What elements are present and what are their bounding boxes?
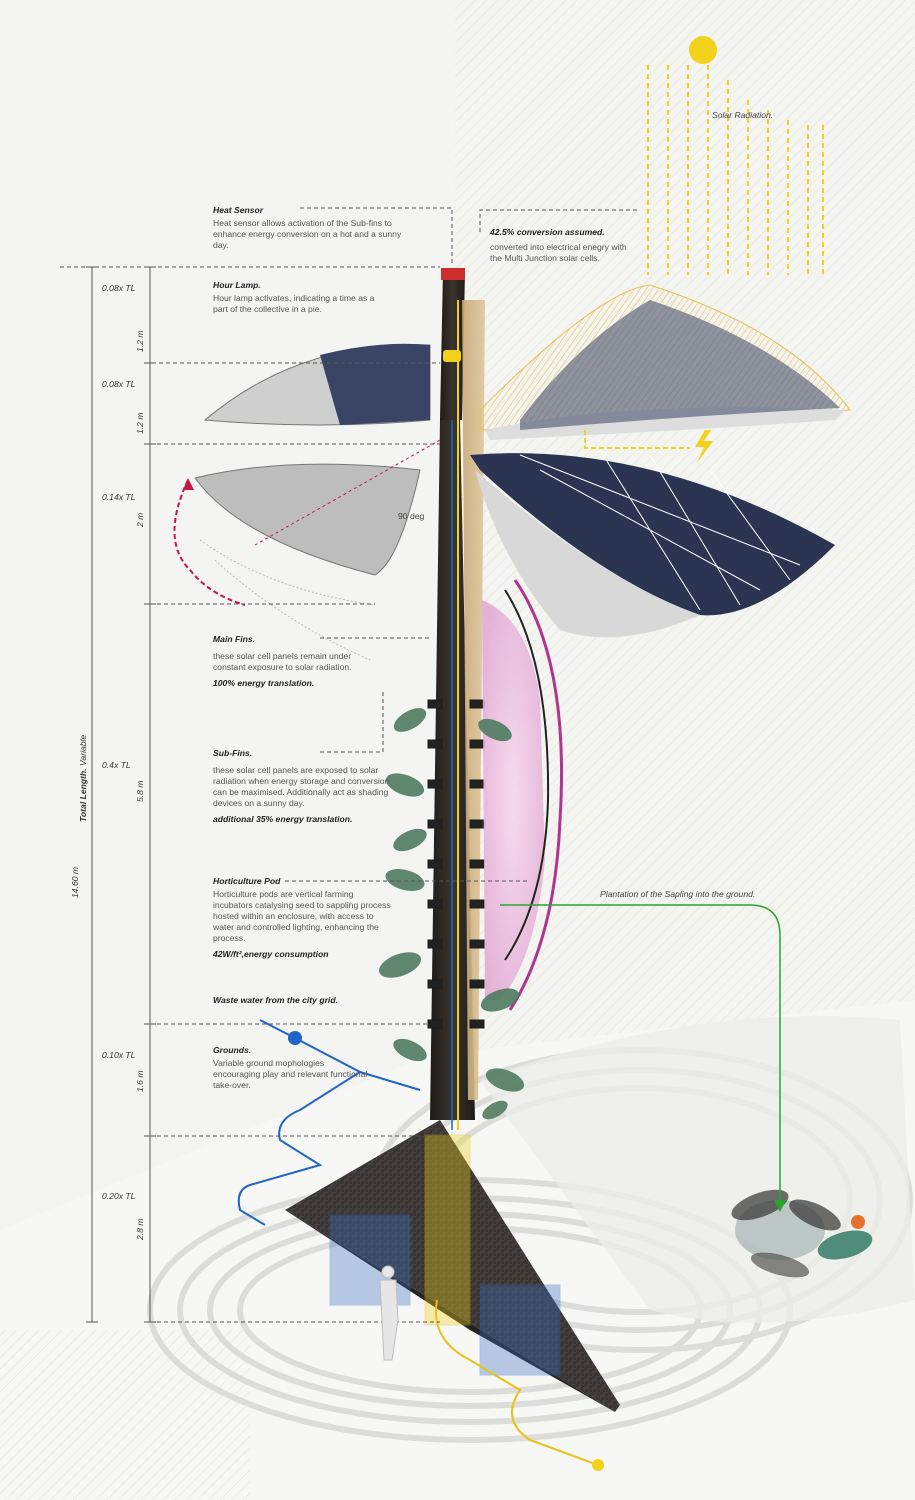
ratio-5: 0.10x TL bbox=[102, 1050, 136, 1060]
conversion-title: 42.5% conversion assumed. bbox=[490, 227, 605, 237]
grounds-label: Grounds. Variable ground mophologies enc… bbox=[213, 1045, 373, 1091]
meters-5: 1.6 m bbox=[135, 1070, 145, 1093]
power-node-icon bbox=[592, 1459, 604, 1471]
plantation-label: Plantation of the Sapling into the groun… bbox=[600, 889, 756, 899]
grounds-title: Grounds. bbox=[213, 1045, 252, 1055]
callout-leaders bbox=[60, 207, 640, 1137]
angle-label: 90 deg bbox=[398, 511, 425, 521]
ratio-3: 0.14x TL bbox=[102, 492, 136, 502]
horticulture-pod-desc: Horticulture pods are vertical farming i… bbox=[213, 889, 391, 943]
rotation-arrow bbox=[173, 479, 246, 606]
conversion-desc: converted into electrical enegry with th… bbox=[490, 242, 627, 263]
ratio-2: 0.08x TL bbox=[102, 379, 136, 389]
waste-water-title: Waste water from the city grid. bbox=[213, 995, 338, 1005]
horticulture-pods bbox=[427, 699, 485, 1029]
sub-fins-desc: these solar cell panels are exposed to s… bbox=[213, 765, 390, 808]
ratio-4: 0.4x TL bbox=[102, 760, 131, 770]
main-fins-title: Main Fins. bbox=[213, 634, 256, 644]
solar-radiation-label: Solar Radiation. bbox=[712, 110, 774, 120]
meters-2: 1.2 m bbox=[135, 412, 145, 435]
water-inlet-icon bbox=[288, 1031, 302, 1045]
foliage bbox=[378, 708, 525, 1120]
waste-water-line bbox=[237, 1019, 421, 1226]
lightning-icon bbox=[695, 430, 713, 463]
plantation-path bbox=[500, 904, 781, 1205]
main-fins-desc: these solar cell panels remain under con… bbox=[213, 651, 352, 672]
heat-sensor-label: Heat Sensor Heat sensor allows activatio… bbox=[213, 205, 413, 251]
total-length-label: Total Length. Variable bbox=[78, 735, 88, 822]
horticulture-pod-label: Horticulture Pod Horticulture pods are v… bbox=[213, 876, 393, 960]
total-length-title: Total Length. bbox=[78, 768, 88, 822]
hour-lamp-desc: Hour lamp activates, indicating a time a… bbox=[213, 293, 375, 314]
conversion-label: 42.5% conversion assumed. converted into… bbox=[490, 227, 630, 264]
ratio-6: 0.20x TL bbox=[102, 1191, 136, 1201]
horticulture-pod-emph: 42W/ft²,energy consumption bbox=[213, 949, 329, 959]
heat-sensor-desc: Heat sensor allows activation of the Sub… bbox=[213, 218, 402, 250]
sub-fins-emph: additional 35% energy translation. bbox=[213, 814, 353, 824]
waste-water-label: Waste water from the city grid. bbox=[213, 995, 413, 1008]
horticulture-pod-title: Horticulture Pod bbox=[213, 876, 281, 886]
hour-lamp-label: Hour Lamp. Hour lamp activates, indicati… bbox=[213, 280, 383, 315]
ratio-1: 0.08x TL bbox=[102, 283, 136, 293]
pod-frame bbox=[508, 579, 563, 1011]
solar-radiation-arrows bbox=[647, 65, 824, 275]
heat-sensor-title: Heat Sensor bbox=[213, 205, 264, 215]
hour-lamp-title: Hour Lamp. bbox=[213, 280, 261, 290]
sub-fins-label: Sub-Fins. these solar cell panels are ex… bbox=[213, 748, 393, 825]
sapling-cluster bbox=[731, 1189, 873, 1278]
sub-fins-title: Sub-Fins. bbox=[213, 748, 253, 758]
meters-1: 1.2 m bbox=[135, 330, 145, 353]
sun-icon bbox=[689, 36, 717, 64]
tower-column bbox=[430, 268, 485, 1130]
main-fins-label: Main Fins. these solar cell panels remai… bbox=[213, 634, 373, 689]
pyramid-base bbox=[285, 1120, 620, 1412]
pod-enclosure bbox=[482, 600, 545, 1000]
power-line bbox=[435, 1299, 599, 1466]
meters-3: 2 m bbox=[135, 512, 145, 527]
main-fins-left bbox=[194, 343, 431, 661]
main-fins-emph: 100% energy translation. bbox=[213, 678, 315, 688]
human-figure bbox=[379, 1265, 399, 1361]
meters-6: 2.8 m bbox=[135, 1218, 145, 1241]
total-length-value: 14.60 m bbox=[70, 866, 80, 898]
main-fins-right bbox=[470, 284, 851, 638]
meters-4: 5.8 m bbox=[135, 780, 145, 803]
grounds-desc: Variable ground mophologies encouraging … bbox=[213, 1058, 368, 1090]
total-length-variable: Variable bbox=[78, 734, 88, 766]
